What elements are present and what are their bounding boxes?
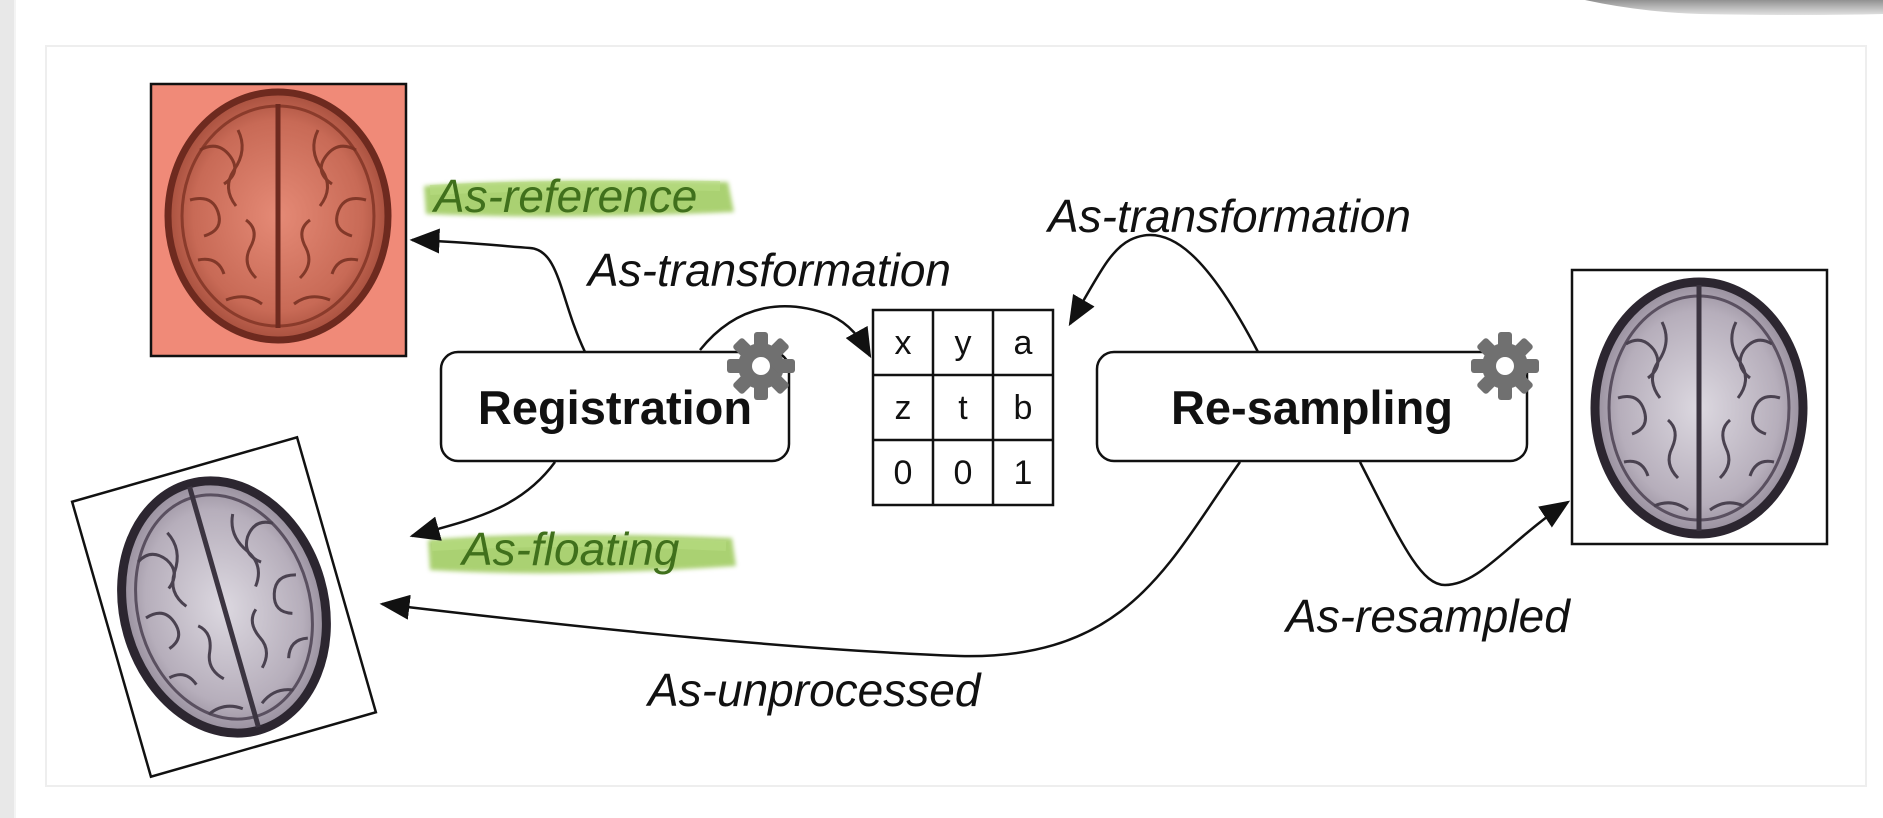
gear-icon xyxy=(1471,332,1539,400)
matrix-cell: 0 xyxy=(954,454,973,492)
edge-label-transformation-in: As-transformation xyxy=(1045,190,1411,242)
edge-label-floating: As-floating xyxy=(459,523,680,575)
transformation-matrix: x y a z t b 0 0 1 xyxy=(871,308,1055,507)
floating-image xyxy=(70,435,378,779)
edge-floating xyxy=(409,461,557,541)
matrix-cell: x xyxy=(895,324,912,362)
highlight-reference xyxy=(424,180,734,217)
matrix-cell: a xyxy=(1014,324,1033,362)
edge-transformation-out xyxy=(699,305,872,359)
matrix-cell: t xyxy=(958,389,968,427)
matrix-cell: y xyxy=(955,324,972,362)
edge-transformation-in xyxy=(1068,233,1260,353)
registration-label: Registration xyxy=(478,381,752,434)
matrix-cell: z xyxy=(895,389,912,427)
resampled-image xyxy=(1570,268,1829,546)
resampling-node: Re-sampling xyxy=(1095,350,1529,463)
edge-label-transformation-out: As-transformation xyxy=(585,244,951,296)
matrix-cell: b xyxy=(1014,389,1033,427)
registration-node: Registration xyxy=(439,350,791,463)
edge-resampled xyxy=(1358,461,1571,587)
highlight-floating xyxy=(428,534,736,574)
brain-scan-icon xyxy=(117,476,331,738)
edge-label-reference: As-reference xyxy=(431,170,697,222)
edge-reference xyxy=(409,228,587,353)
reference-image xyxy=(149,82,408,358)
connectors xyxy=(379,228,1571,658)
matrix-cell: 1 xyxy=(1014,454,1033,492)
edge-label-resampled: As-resampled xyxy=(1283,590,1571,642)
brain-scan-icon xyxy=(164,88,392,344)
resampling-label: Re-sampling xyxy=(1171,381,1453,434)
matrix-cell: 0 xyxy=(894,454,913,492)
brain-scan-icon xyxy=(1590,277,1808,539)
edge-unprocessed xyxy=(379,461,1242,658)
edge-label-unprocessed: As-unprocessed xyxy=(645,664,982,716)
corner-shadow xyxy=(1585,0,1883,15)
gear-icon xyxy=(727,332,795,400)
